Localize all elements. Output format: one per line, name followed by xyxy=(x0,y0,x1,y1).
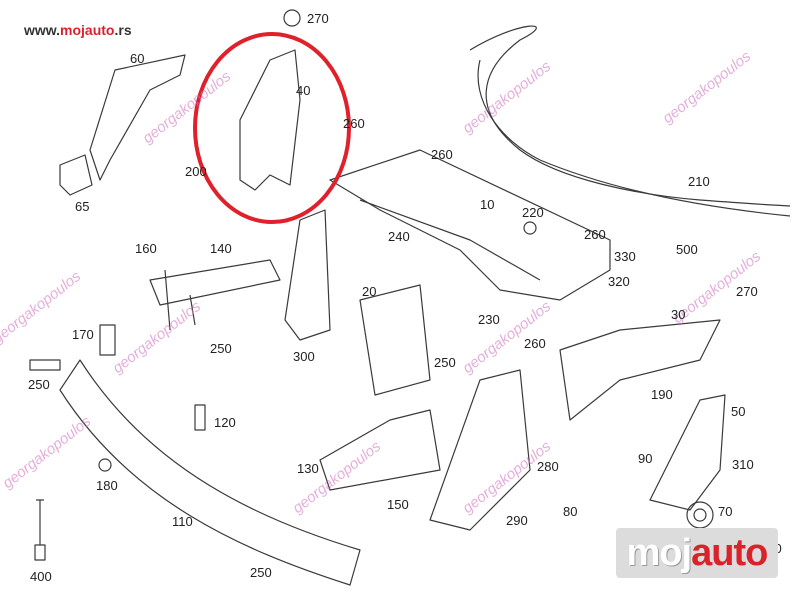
part-label: 250 xyxy=(210,341,232,356)
part-label: 90 xyxy=(638,451,653,466)
part-label: 310 xyxy=(732,457,754,472)
part-label: 20 xyxy=(362,284,377,299)
site-url-suffix: .rs xyxy=(114,22,132,38)
part-label: 400 xyxy=(30,569,52,584)
part-label: 80 xyxy=(563,504,578,519)
part-label: 300 xyxy=(293,349,315,364)
logo-text-auto: auto xyxy=(691,532,768,574)
part-label: 240 xyxy=(388,229,410,244)
part-label: 260 xyxy=(343,116,365,131)
part-label: 150 xyxy=(387,497,409,512)
highlight-circle xyxy=(193,32,351,224)
part-label: 230 xyxy=(478,312,500,327)
part-label: 60 xyxy=(130,51,145,66)
site-url-prefix: www. xyxy=(24,22,61,38)
part-label: 210 xyxy=(688,174,710,189)
part-label: 120 xyxy=(214,415,236,430)
part-label: 290 xyxy=(506,513,528,528)
part-label: 160 xyxy=(135,241,157,256)
part-label: 270 xyxy=(736,284,758,299)
part-label: 180 xyxy=(96,478,118,493)
part-label: 65 xyxy=(75,199,90,214)
part-label: 70 xyxy=(718,504,733,519)
part-label: 170 xyxy=(72,327,94,342)
part-label: 250 xyxy=(250,565,272,580)
part-label: 10 xyxy=(480,197,495,212)
part-label: 30 xyxy=(671,307,686,322)
part-label: 40 xyxy=(296,83,311,98)
part-label: 50 xyxy=(731,404,746,419)
part-label: 250 xyxy=(28,377,50,392)
part-label: 190 xyxy=(651,387,673,402)
site-url: www.mojauto.rs xyxy=(24,22,132,38)
part-label: 140 xyxy=(210,241,232,256)
site-url-brand: mojauto xyxy=(60,22,115,38)
logo-text-moj: moj xyxy=(626,532,693,574)
part-label: 220 xyxy=(522,205,544,220)
part-label: 110 xyxy=(172,514,193,529)
part-label: 270 xyxy=(307,11,329,26)
part-label: 500 xyxy=(676,242,698,257)
part-label: 200 xyxy=(185,164,207,179)
part-label: 260 xyxy=(584,227,606,242)
part-label: 130 xyxy=(297,461,319,476)
mojauto-logo: mojauto xyxy=(616,528,778,578)
part-label: 320 xyxy=(608,274,630,289)
part-label: 260 xyxy=(524,336,546,351)
part-label: 260 xyxy=(431,147,453,162)
part-label: 250 xyxy=(434,355,456,370)
part-label: 330 xyxy=(614,249,636,264)
part-label: 280 xyxy=(537,459,559,474)
